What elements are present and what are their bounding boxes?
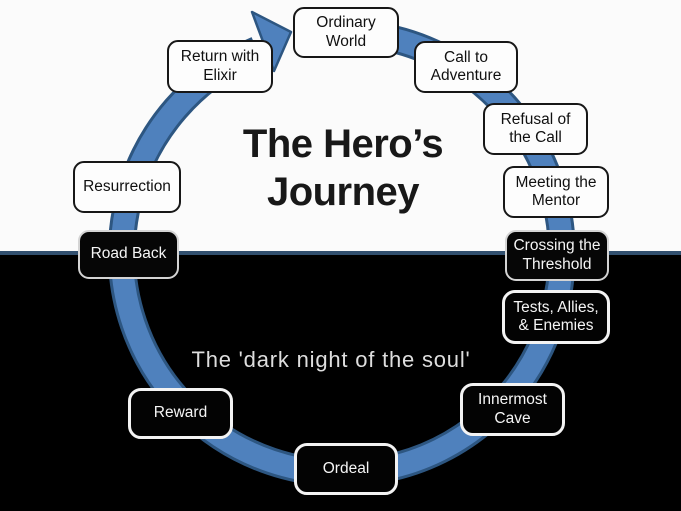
stage-box-road-back: Road Back <box>78 230 179 279</box>
stage-label: Ordinary <box>316 14 376 32</box>
stage-label: Cave <box>494 409 531 427</box>
title-line-2: Journey <box>266 170 420 214</box>
diagram-title: The Hero’s Journey <box>242 120 444 216</box>
title-line-1: The Hero’s <box>242 122 444 166</box>
stage-label: Tests, Allies, <box>513 298 599 316</box>
stage-label: Mentor <box>531 192 581 209</box>
dark-night-caption: The 'dark night of the soul' <box>191 347 471 372</box>
stage-label: Reward <box>153 404 208 422</box>
stage-label: Road Back <box>90 245 167 263</box>
stage-label: Refusal of <box>500 110 571 128</box>
stage-box-ordeal: Ordeal <box>294 443 398 495</box>
day-night-divider <box>0 251 681 255</box>
stage-box-tests-allies-enemies: Tests, Allies,& Enemies <box>502 290 610 344</box>
stage-label: Ordeal <box>322 459 370 477</box>
stage-label: Meeting the <box>515 173 597 191</box>
stage-label: & Enemies <box>518 317 594 334</box>
stage-label: World <box>325 32 367 50</box>
stage-label: Threshold <box>522 255 592 273</box>
stage-label: Crossing the <box>513 237 601 255</box>
stage-label: Innermost <box>478 391 547 409</box>
stage-label: Call to <box>444 48 488 66</box>
stage-box-resurrection: Resurrection <box>73 161 181 213</box>
stage-label: the Call <box>509 129 562 146</box>
stage-label: Adventure <box>430 67 502 84</box>
stage-box-reward: Reward <box>128 388 233 439</box>
stage-label: Elixir <box>203 66 237 84</box>
stage-label: Return with <box>180 48 260 66</box>
stage-label: Resurrection <box>83 177 171 195</box>
